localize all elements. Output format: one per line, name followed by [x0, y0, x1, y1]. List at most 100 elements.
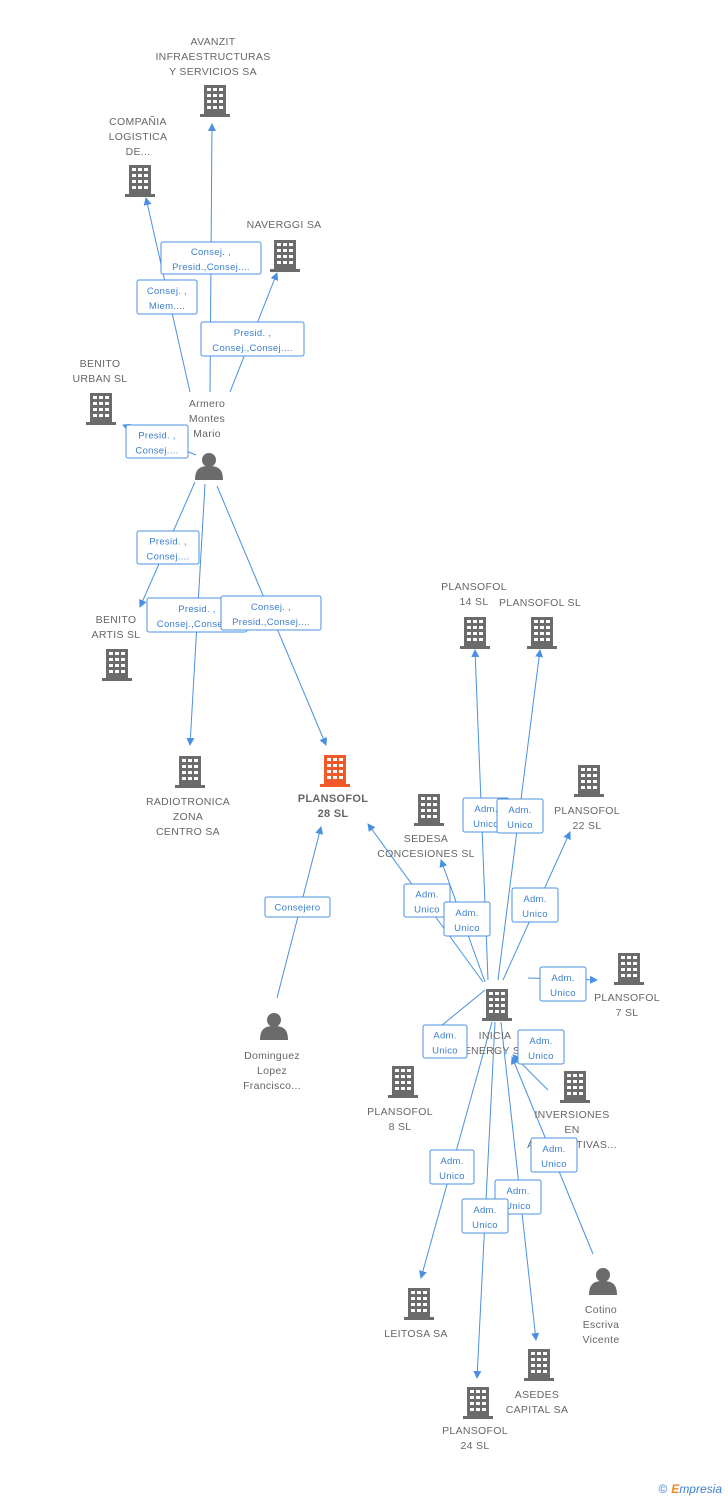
relation-text: Unico	[550, 988, 576, 999]
node-label: PLANSOFOL	[594, 992, 660, 1004]
relation-text: Adm.	[529, 1036, 552, 1047]
relation-label-inicia-to-leitosa[interactable]: Adm. Unico	[429, 1149, 475, 1185]
node-compania[interactable]: COMPAÑIALOGISTICADE...	[109, 115, 168, 197]
node-label: 22 SL	[573, 820, 602, 832]
node-label: 7 SL	[616, 1007, 639, 1019]
building-icon	[320, 755, 350, 787]
node-plansofol7[interactable]: PLANSOFOL 7 SL	[594, 953, 660, 1019]
node-label: PLANSOFOL SL	[499, 597, 581, 609]
node-leitosa[interactable]: LEITOSA SA	[384, 1288, 448, 1340]
relation-box	[264, 896, 331, 918]
relation-text: Unico	[522, 909, 548, 920]
relation-label-armero-to-compania[interactable]: Consej. ,Miem....	[136, 279, 198, 315]
node-radiotronica[interactable]: RADIOTRONICA ZONA CENTRO SA	[146, 756, 230, 838]
building-icon	[86, 393, 116, 425]
relation-text: Unico	[505, 1201, 531, 1212]
relation-text: Consejero	[274, 903, 320, 914]
relation-label-armero-to-benito-urban[interactable]: Presid. ,Consej....	[125, 424, 189, 459]
relation-label-inversiones-to-inicia[interactable]: Adm.Unico	[517, 1029, 565, 1065]
relation-label-inicia-to-plansofol8[interactable]: Adm.Unico	[422, 1024, 468, 1059]
node-naverggi[interactable]: NAVERGGI SA	[247, 219, 322, 272]
node-plansofol-sl[interactable]: PLANSOFOL SL	[499, 597, 581, 649]
relation-text: Presid.,Consej....	[232, 617, 310, 628]
node-benito-artis[interactable]: BENITO ARTIS SL	[92, 614, 141, 681]
node-label: PLANSOFOL	[441, 581, 507, 593]
relation-text: Presid. ,	[138, 431, 176, 442]
relation-box	[496, 798, 544, 834]
relation-box	[160, 241, 262, 275]
relation-label-dominguez-to-plansofol28[interactable]: Consejero	[264, 896, 331, 918]
relation-text: Unico	[414, 905, 440, 916]
node-label: AVANZIT	[191, 36, 236, 48]
relation-text: Unico	[507, 820, 533, 831]
building-icon	[414, 794, 444, 826]
node-benito-urban[interactable]: BENITO URBAN SL	[73, 358, 128, 425]
relation-text: Presid. ,	[149, 537, 187, 548]
relation-text: Consej. ,	[191, 247, 231, 258]
node-label: BENITO	[80, 358, 121, 370]
building-icon	[527, 617, 557, 649]
node-label: URBAN SL	[73, 373, 128, 385]
relation-label-armero-to-naverggi[interactable]: Presid. , Consej.,Consej....	[200, 321, 305, 357]
relation-label-inicia-to-sedesa[interactable]: Adm.Unico	[443, 901, 491, 937]
building-icon	[270, 240, 300, 272]
node-dominguez[interactable]: DominguezLopezFrancisco...	[243, 1013, 301, 1092]
relation-label-inicia-to-plansofol24[interactable]: Adm.Unico	[461, 1198, 509, 1234]
node-label: INVERSIONES	[534, 1109, 609, 1121]
node-label: EN	[564, 1124, 579, 1136]
relation-text: Presid. ,	[178, 604, 216, 615]
relation-box	[530, 1137, 578, 1173]
relation-label-inicia-to-plansofol28[interactable]: Adm.Unico	[403, 883, 451, 918]
building-icon	[388, 1066, 418, 1098]
building-icon	[524, 1349, 554, 1381]
relation-text: Unico	[439, 1171, 465, 1182]
empresia-logo[interactable]: ©Empresia	[658, 1482, 722, 1496]
node-label: PLANSOFOL	[442, 1425, 508, 1437]
relation-text: Presid. ,	[234, 328, 272, 339]
relation-box	[125, 424, 189, 459]
person-icon	[195, 453, 223, 480]
relation-label-cotino-to-inicia[interactable]: Adm.Unico	[530, 1137, 578, 1173]
node-label: 8 SL	[389, 1121, 412, 1133]
relation-text: Unico	[541, 1159, 567, 1170]
relation-label-armero-to-benito-artis[interactable]: Presid. , Consej....	[136, 530, 200, 565]
relation-label-inicia-to-plansofol7[interactable]: Adm.Unico	[539, 966, 587, 1002]
relation-text: Consej.,Consej....	[212, 343, 292, 354]
node-label: ASEDES	[515, 1389, 559, 1401]
node-label: NAVERGGI SA	[247, 219, 322, 231]
node-label: ZONA	[173, 811, 203, 823]
relation-text: Miem....	[149, 301, 185, 312]
relation-text: Unico	[454, 923, 480, 934]
relation-text: Consej.,Consej....	[157, 619, 237, 630]
node-label: ARTIS SL	[92, 629, 141, 641]
relation-label-inicia-to-plansofol-sl[interactable]: Adm.Unico	[496, 798, 544, 834]
relation-label-armero-to-plansofol28[interactable]: Consej. ,Presid.,Consej....	[220, 595, 322, 631]
building-icon	[200, 85, 230, 117]
node-label: SEDESA	[404, 833, 448, 845]
node-label: CENTRO SA	[156, 826, 220, 838]
relation-box	[429, 1149, 475, 1185]
relation-box	[136, 530, 200, 565]
node-label: Mario	[193, 428, 221, 440]
node-label: Armero	[189, 398, 225, 410]
relation-label-armero-to-avanzit[interactable]: Consej. ,Presid.,Consej....	[160, 241, 262, 275]
node-label: COMPAÑIA	[109, 115, 167, 128]
relation-text: Unico	[473, 819, 499, 830]
node-label: RADIOTRONICA	[146, 796, 230, 808]
node-label: BENITO	[96, 614, 137, 626]
relation-text: Consej....	[146, 552, 189, 563]
relation-label-inicia-to-plansofol22[interactable]: Adm.Unico	[511, 887, 559, 923]
relation-text: Adm.	[440, 1156, 463, 1167]
